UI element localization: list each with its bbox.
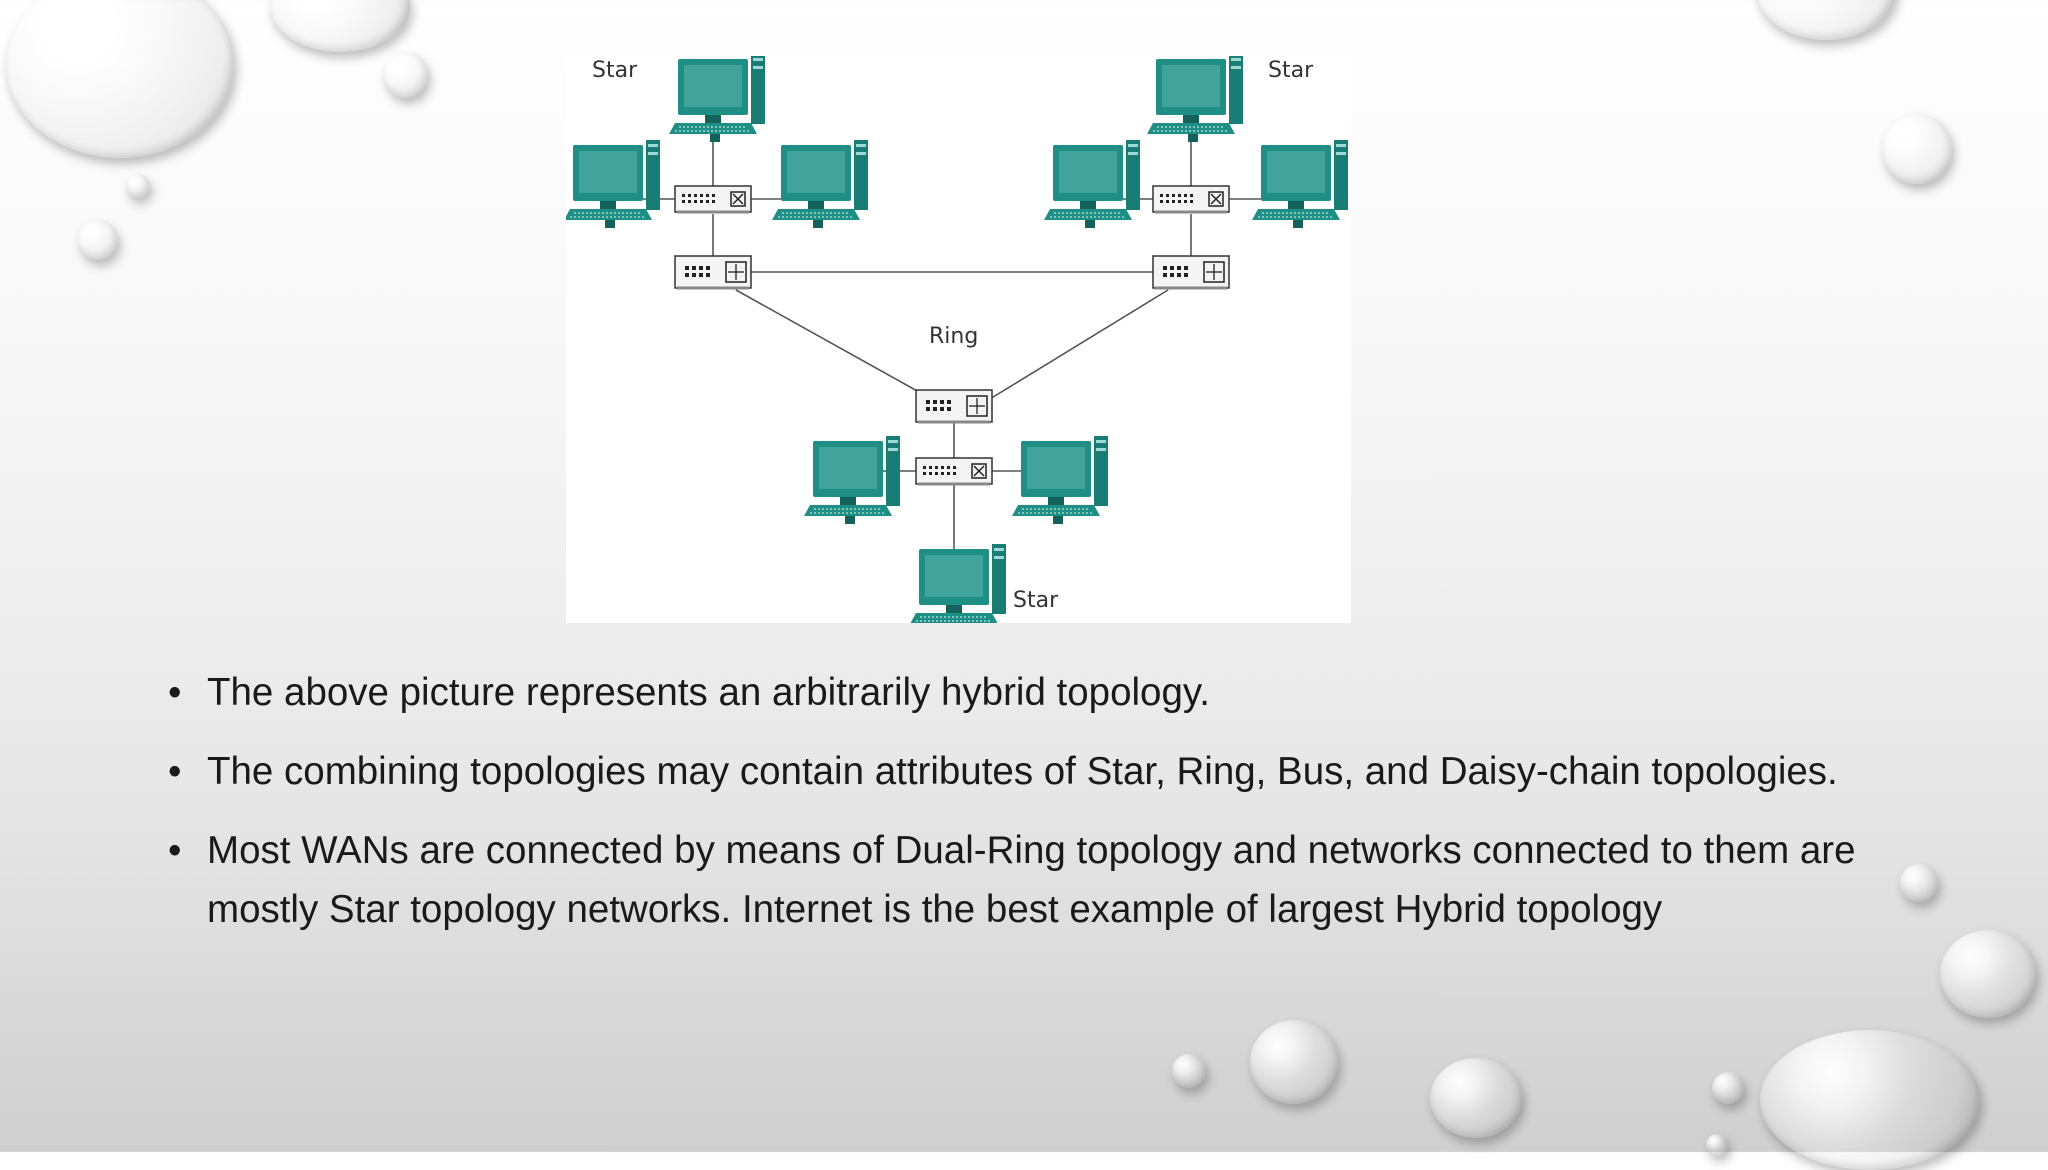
computer-icon [909, 543, 1007, 623]
hub-icon [914, 456, 994, 486]
hub-icon [673, 184, 753, 214]
bullet-item: • The above picture represents an arbitr… [168, 663, 1928, 722]
ring-label: Ring [929, 324, 979, 349]
hub-icon [1151, 184, 1231, 214]
water-drop [1250, 1020, 1338, 1104]
switch-icon [673, 254, 753, 290]
switch-icon [1151, 254, 1231, 290]
ring-link [735, 289, 938, 403]
computer-icon [1146, 56, 1244, 143]
switch-icon [914, 388, 994, 424]
water-drop [1900, 864, 1938, 902]
computer-icon [1043, 139, 1141, 229]
water-drop [126, 174, 150, 198]
water-drop [1756, 0, 1896, 40]
computer-icon [1251, 139, 1349, 229]
computer-icon [771, 139, 869, 229]
bullet-list: • The above picture represents an arbitr… [168, 663, 1928, 959]
water-drop [1940, 930, 2036, 1018]
bullet-item: • The combining topologies may contain a… [168, 742, 1928, 801]
computer-icon [668, 56, 766, 143]
bullet-text: The above picture represents an arbitrar… [207, 671, 1210, 714]
hybrid-topology-diagram: Star Star Ring Star [566, 56, 1351, 623]
bullet-text: Most WANs are connected by means of Dual… [207, 829, 1856, 931]
water-drop [1706, 1134, 1728, 1156]
computer-icon [803, 435, 901, 525]
water-drop [1430, 1058, 1522, 1138]
water-drop [1172, 1054, 1206, 1088]
water-drop [1760, 1030, 1980, 1170]
star-label: Star [1013, 588, 1059, 613]
bullet-marker: • [168, 750, 182, 793]
star-label: Star [1268, 58, 1314, 83]
bullet-text: The combining topologies may contain att… [207, 750, 1838, 793]
bullet-marker: • [168, 671, 182, 714]
topology-svg [566, 56, 1349, 623]
computer-icon [1011, 435, 1109, 525]
star-label: Star [592, 58, 638, 83]
water-drop [78, 220, 118, 260]
ring-link [984, 289, 1169, 403]
computer-icon [566, 139, 661, 229]
bullet-item: • Most WANs are connected by means of Du… [168, 821, 1928, 939]
water-drop [1712, 1072, 1744, 1104]
water-drop [384, 52, 428, 98]
water-drop [6, 0, 234, 158]
bullet-marker: • [168, 829, 182, 872]
water-drop [1882, 114, 1952, 184]
water-drop [270, 0, 410, 52]
